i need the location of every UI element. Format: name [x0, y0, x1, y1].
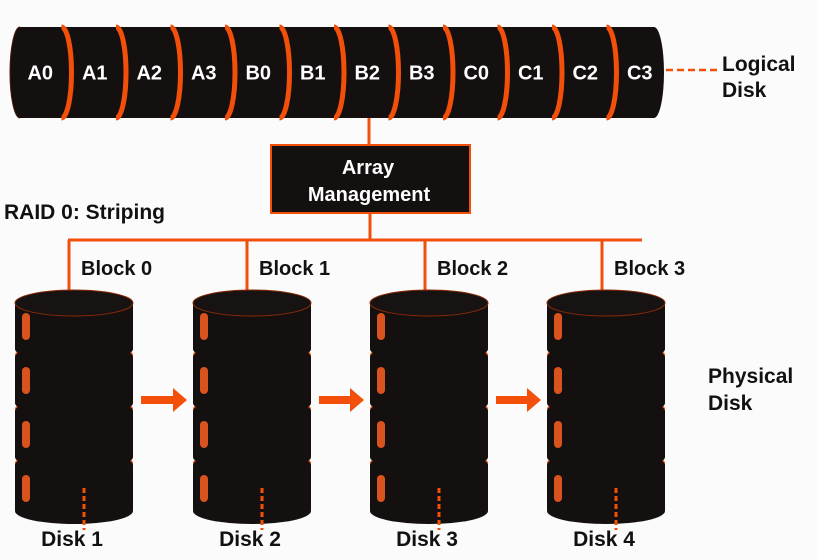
- logical-segment-divider: [278, 24, 292, 121]
- logical-segment-divider: [551, 24, 565, 121]
- activity-indicator: [554, 367, 562, 394]
- arrow-right-icon: [319, 388, 364, 412]
- logical-segment-label: B3: [409, 63, 435, 85]
- activity-indicator: [200, 367, 208, 394]
- platter-body: [15, 411, 133, 470]
- activity-indicator: [22, 475, 30, 502]
- activity-indicator: [22, 421, 30, 448]
- logical-segment-divider: [442, 24, 456, 121]
- activity-indicator: [200, 313, 208, 340]
- logical-segment-label: A0: [27, 63, 53, 85]
- activity-indicator: [554, 475, 562, 502]
- platter-body: [370, 357, 488, 416]
- logical-segment-label: A3: [191, 63, 217, 85]
- platter-body: [547, 411, 665, 470]
- platter-body: [193, 411, 311, 470]
- disk-top-cap: [546, 289, 666, 317]
- activity-indicator: [22, 367, 30, 394]
- disk-label: Disk 4: [573, 528, 635, 551]
- logical-segment-divider: [224, 24, 238, 121]
- disk-label: Disk 3: [396, 528, 458, 551]
- logical-disk: A0 A1 A2 A3 B0 B1 B2 B3 C0 C1 C2 C3: [9, 24, 664, 121]
- disk-top-cap: [369, 289, 489, 317]
- platter-body: [15, 303, 133, 362]
- logical-segment-label: C3: [627, 63, 653, 85]
- logical-segment-label: C1: [518, 63, 544, 85]
- block-label: Block 3: [614, 258, 685, 280]
- logical-segment-label: A1: [82, 63, 108, 85]
- arrow-right-icon: [496, 388, 541, 412]
- platter-body: [193, 357, 311, 416]
- disk-label: Disk 2: [219, 528, 281, 551]
- activity-indicator: [377, 313, 385, 340]
- activity-indicator: [554, 313, 562, 340]
- array-management-line1: Array: [342, 157, 395, 179]
- activity-indicator: [200, 475, 208, 502]
- block-label: Block 0: [81, 258, 152, 280]
- logical-segment-label: B2: [354, 63, 380, 85]
- logical-segment-divider: [496, 24, 510, 121]
- physical-disk: [546, 289, 666, 530]
- platter-body: [547, 303, 665, 362]
- disk-top-cap: [14, 289, 134, 317]
- logical-segment-divider: [333, 24, 347, 121]
- array-management-box: Array Management: [270, 144, 471, 214]
- physical-disk: [192, 289, 312, 530]
- platter-body: [547, 465, 665, 524]
- physical-disk-label-line2: Disk: [708, 392, 753, 415]
- platter-body: [193, 465, 311, 524]
- logical-segment-divider: [60, 24, 74, 121]
- platter-body: [193, 303, 311, 362]
- activity-indicator: [554, 421, 562, 448]
- activity-indicator: [22, 313, 30, 340]
- arrow-right-icon: [141, 388, 187, 412]
- physical-disk: [369, 289, 489, 530]
- activity-indicator: [377, 475, 385, 502]
- logical-disk-label-line2: Disk: [722, 79, 767, 102]
- physical-disk-label-line1: Physical: [708, 365, 793, 388]
- activity-indicator: [200, 421, 208, 448]
- diagram-title: RAID 0: Striping: [4, 201, 165, 224]
- logical-disk-label-line1: Logical: [722, 53, 796, 76]
- platter-body: [370, 303, 488, 362]
- logical-segment-label: C0: [463, 63, 489, 85]
- block-label: Block 1: [259, 258, 330, 280]
- logical-segment-divider: [605, 24, 619, 121]
- platter-body: [15, 357, 133, 416]
- logical-segment-label: C2: [572, 63, 598, 85]
- logical-segment-label: B1: [300, 63, 326, 85]
- platter-body: [547, 357, 665, 416]
- platter-body: [370, 465, 488, 524]
- disk-label: Disk 1: [41, 528, 103, 551]
- platter-body: [15, 465, 133, 524]
- physical-disk: [14, 289, 134, 530]
- logical-disk-body: [10, 27, 664, 118]
- array-management-line2: Management: [308, 184, 431, 206]
- logical-segment-divider: [115, 24, 129, 121]
- activity-indicator: [377, 367, 385, 394]
- logical-segment-divider: [169, 24, 183, 121]
- activity-indicator: [377, 421, 385, 448]
- disk-top-cap: [192, 289, 312, 317]
- logical-segment-label: A2: [136, 63, 162, 85]
- platter-body: [370, 411, 488, 470]
- logical-segment-label: B0: [245, 63, 271, 85]
- logical-segment-divider: [387, 24, 401, 121]
- block-label: Block 2: [437, 258, 508, 280]
- logical-disk-left-cap: [9, 26, 21, 119]
